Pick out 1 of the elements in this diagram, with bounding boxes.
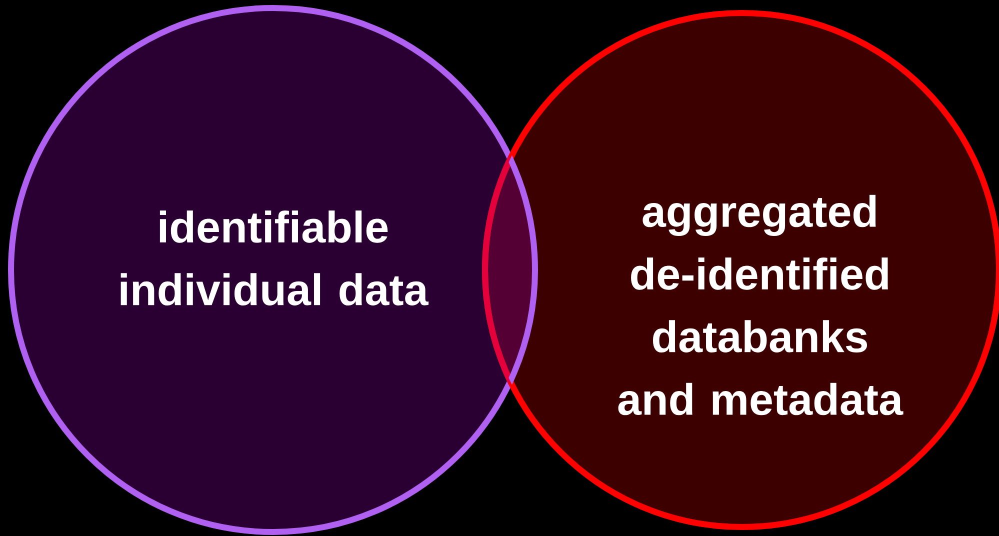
node-label: aggregated de-identified databanks and metadata (618, 194, 904, 416)
